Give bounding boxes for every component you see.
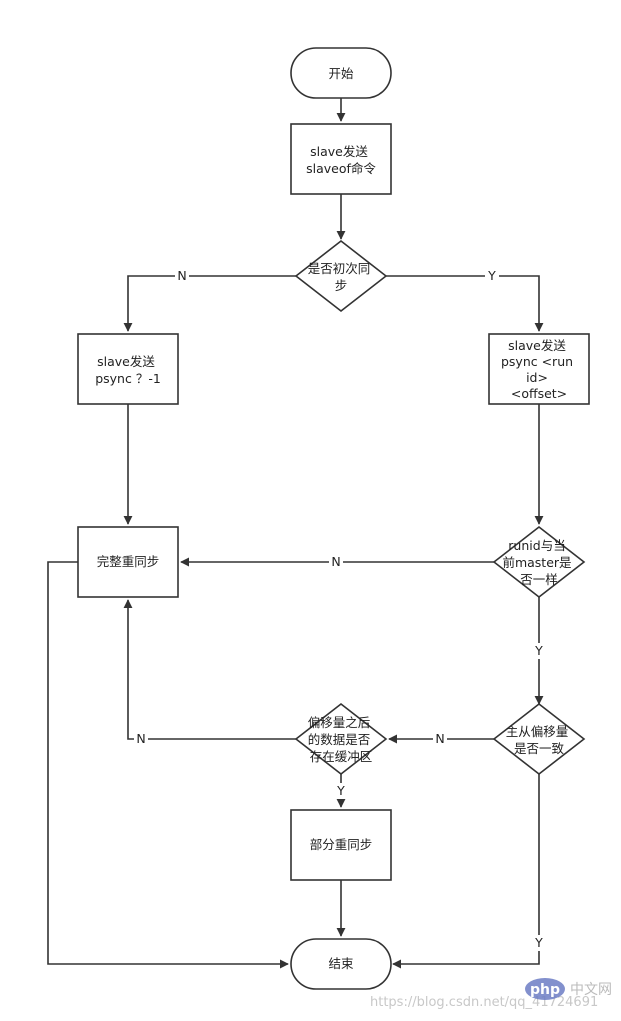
node-slave-send-slaveof xyxy=(290,123,392,195)
edge-first-sync-yes xyxy=(386,275,544,332)
label-first-sync-no: N xyxy=(177,268,186,283)
node-labels: 开始 slave发送 slaveof命令 是否初次同 步 slave发送 psy… xyxy=(95,66,577,971)
label-partial-resync: 部分重同步 xyxy=(310,837,373,852)
node-offset-match xyxy=(492,702,586,776)
label-offset-in-buffer: 偏移量之后 的数据是否 存在缓冲区 xyxy=(308,715,375,764)
label-runid-yes: Y xyxy=(534,643,543,658)
label-offset-yes: Y xyxy=(534,935,543,950)
edge-label-backgrounds xyxy=(134,268,546,951)
edge-offset-yes xyxy=(392,774,540,969)
label-first-sync-yes: Y xyxy=(487,268,496,283)
label-offset-no: N xyxy=(435,731,444,746)
edges xyxy=(47,98,544,969)
label-slave-send-slaveof: slave发送 slaveof命令 xyxy=(306,144,376,176)
edge-labels: N Y N Y N N Y Y xyxy=(136,268,543,950)
label-buffer-yes: Y xyxy=(336,783,345,798)
node-send-psync-minus1 xyxy=(77,333,179,405)
node-runid-match xyxy=(492,525,586,599)
label-full-resync: 完整重同步 xyxy=(97,554,160,569)
watermark-site-name: 中文网 xyxy=(570,982,612,998)
edge-first-sync-no xyxy=(123,275,296,332)
nodes xyxy=(77,47,590,990)
label-start: 开始 xyxy=(328,66,354,81)
node-send-psync-runid xyxy=(488,333,590,405)
node-start xyxy=(290,47,392,99)
node-end xyxy=(290,938,392,990)
label-send-psync-runid: slave发送 psync <run id> <offset> xyxy=(501,338,577,401)
label-is-first-sync: 是否初次同 步 xyxy=(308,261,375,293)
watermark-url: https://blog.csdn.net/qq_41724691 xyxy=(370,995,598,1010)
label-buffer-no: N xyxy=(136,731,145,746)
label-offset-match: 主从偏移量 是否一致 xyxy=(506,724,573,756)
edge-buffer-no xyxy=(123,599,296,740)
watermark-logo-text: php xyxy=(530,982,560,998)
label-end: 结束 xyxy=(328,956,354,971)
label-send-psync-minus1: slave发送 psync ？-1 xyxy=(95,354,161,386)
node-offset-in-buffer xyxy=(294,702,388,776)
node-is-first-sync xyxy=(294,239,388,313)
node-full-resync xyxy=(77,526,179,598)
label-runid-match: runid与当 前master是 否一样 xyxy=(502,538,575,587)
label-runid-no: N xyxy=(331,554,340,569)
watermark: https://blog.csdn.net/qq_41724691 php 中文… xyxy=(370,978,612,1010)
watermark-logo-icon xyxy=(525,978,565,1000)
edge-full-to-end xyxy=(47,561,289,969)
node-partial-resync xyxy=(290,809,392,881)
